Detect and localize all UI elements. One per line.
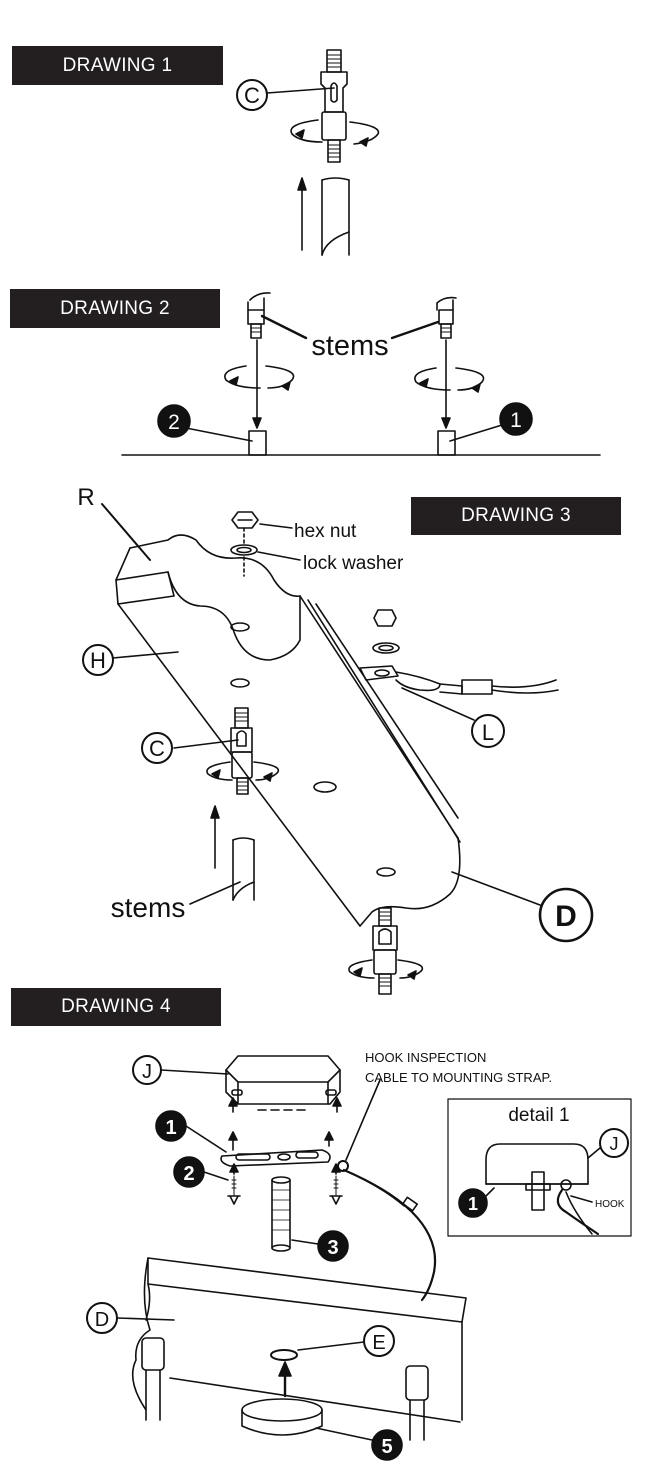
drawing-4-label-e: E [372,1332,385,1354]
drawing-2-badge-left: 2 [168,411,180,434]
drawing-4-label-d: D [95,1309,109,1331]
drawing-4-label-j: J [142,1061,152,1083]
drawing-4-badge-1: 1 [165,1117,176,1139]
drawing-3-label-d: D [555,900,577,933]
badge-5 [371,1429,403,1461]
drawing-3-label-c: C [149,736,165,761]
hook-note-line-1: HOOK INSPECTION [365,1050,486,1065]
drawing-1-illustration [236,49,380,256]
drawing-4-badge-5: 5 [381,1436,392,1458]
drawing-2-title: DRAWING 2 [10,289,220,328]
drawing-3-label-l: L [482,720,494,745]
hex-nut-label: hex nut [294,521,357,542]
detail-1-hook-label: HOOK [595,1199,625,1210]
drawing-4-illustration [86,1055,467,1441]
drawing-4-badge-3: 3 [327,1237,338,1259]
detail-1-title: detail 1 [508,1105,569,1126]
detail-1-badge-1: 1 [468,1194,478,1214]
drawing-4-badge-2: 2 [183,1163,194,1185]
detail-1-box [447,1098,632,1237]
drawing-2-badge-right: 1 [510,409,522,432]
drawing-4-title: DRAWING 4 [11,988,221,1026]
badge-1 [155,1110,187,1142]
detail-1-label-j: J [610,1134,619,1154]
drawing-2-label-stems: stems [311,330,388,362]
hook-note-line-2: CABLE TO MOUNTING STRAP. [365,1070,552,1085]
drawing-3-label-h: H [90,648,106,673]
badge-3 [317,1230,349,1262]
drawing-1-title: DRAWING 1 [12,46,223,85]
drawing-3-label-stems: stems [111,892,186,923]
drawing-3-label-r: R [77,484,94,511]
drawing-1-label-c: C [244,83,260,108]
lock-washer-label: lock washer [303,553,404,574]
drawing-3-title: DRAWING 3 [411,497,621,535]
badge-2 [157,404,191,438]
detail-badge-1 [458,1188,488,1218]
drawing-3-illustration [82,503,594,995]
drawing-2-illustration [121,292,601,456]
badge-1 [499,402,533,436]
badge-2 [173,1156,205,1188]
